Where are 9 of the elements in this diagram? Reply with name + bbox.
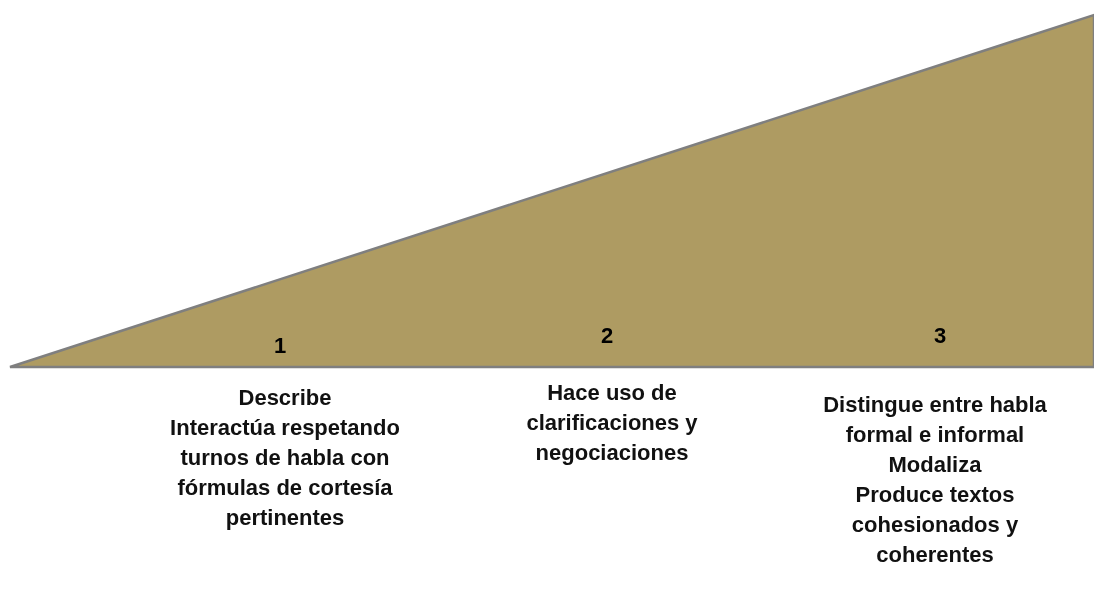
step-description: Distingue entre habla formal e informal bbox=[822, 391, 1048, 449]
step-description: Describe bbox=[238, 384, 332, 412]
step-description: Interactúa respetando turnos de habla con fórmulas de cortesía pertinentes bbox=[169, 414, 401, 532]
step-number: 3 bbox=[933, 323, 947, 349]
step-number: 1 bbox=[273, 333, 287, 359]
step-description: Modaliza bbox=[888, 451, 982, 479]
step-number: 2 bbox=[600, 323, 614, 349]
step-description: Hace uso de clarificaciones y negociaciones bbox=[525, 379, 699, 467]
step-description: Produce textos cohesionados y coherentes bbox=[850, 481, 1020, 569]
